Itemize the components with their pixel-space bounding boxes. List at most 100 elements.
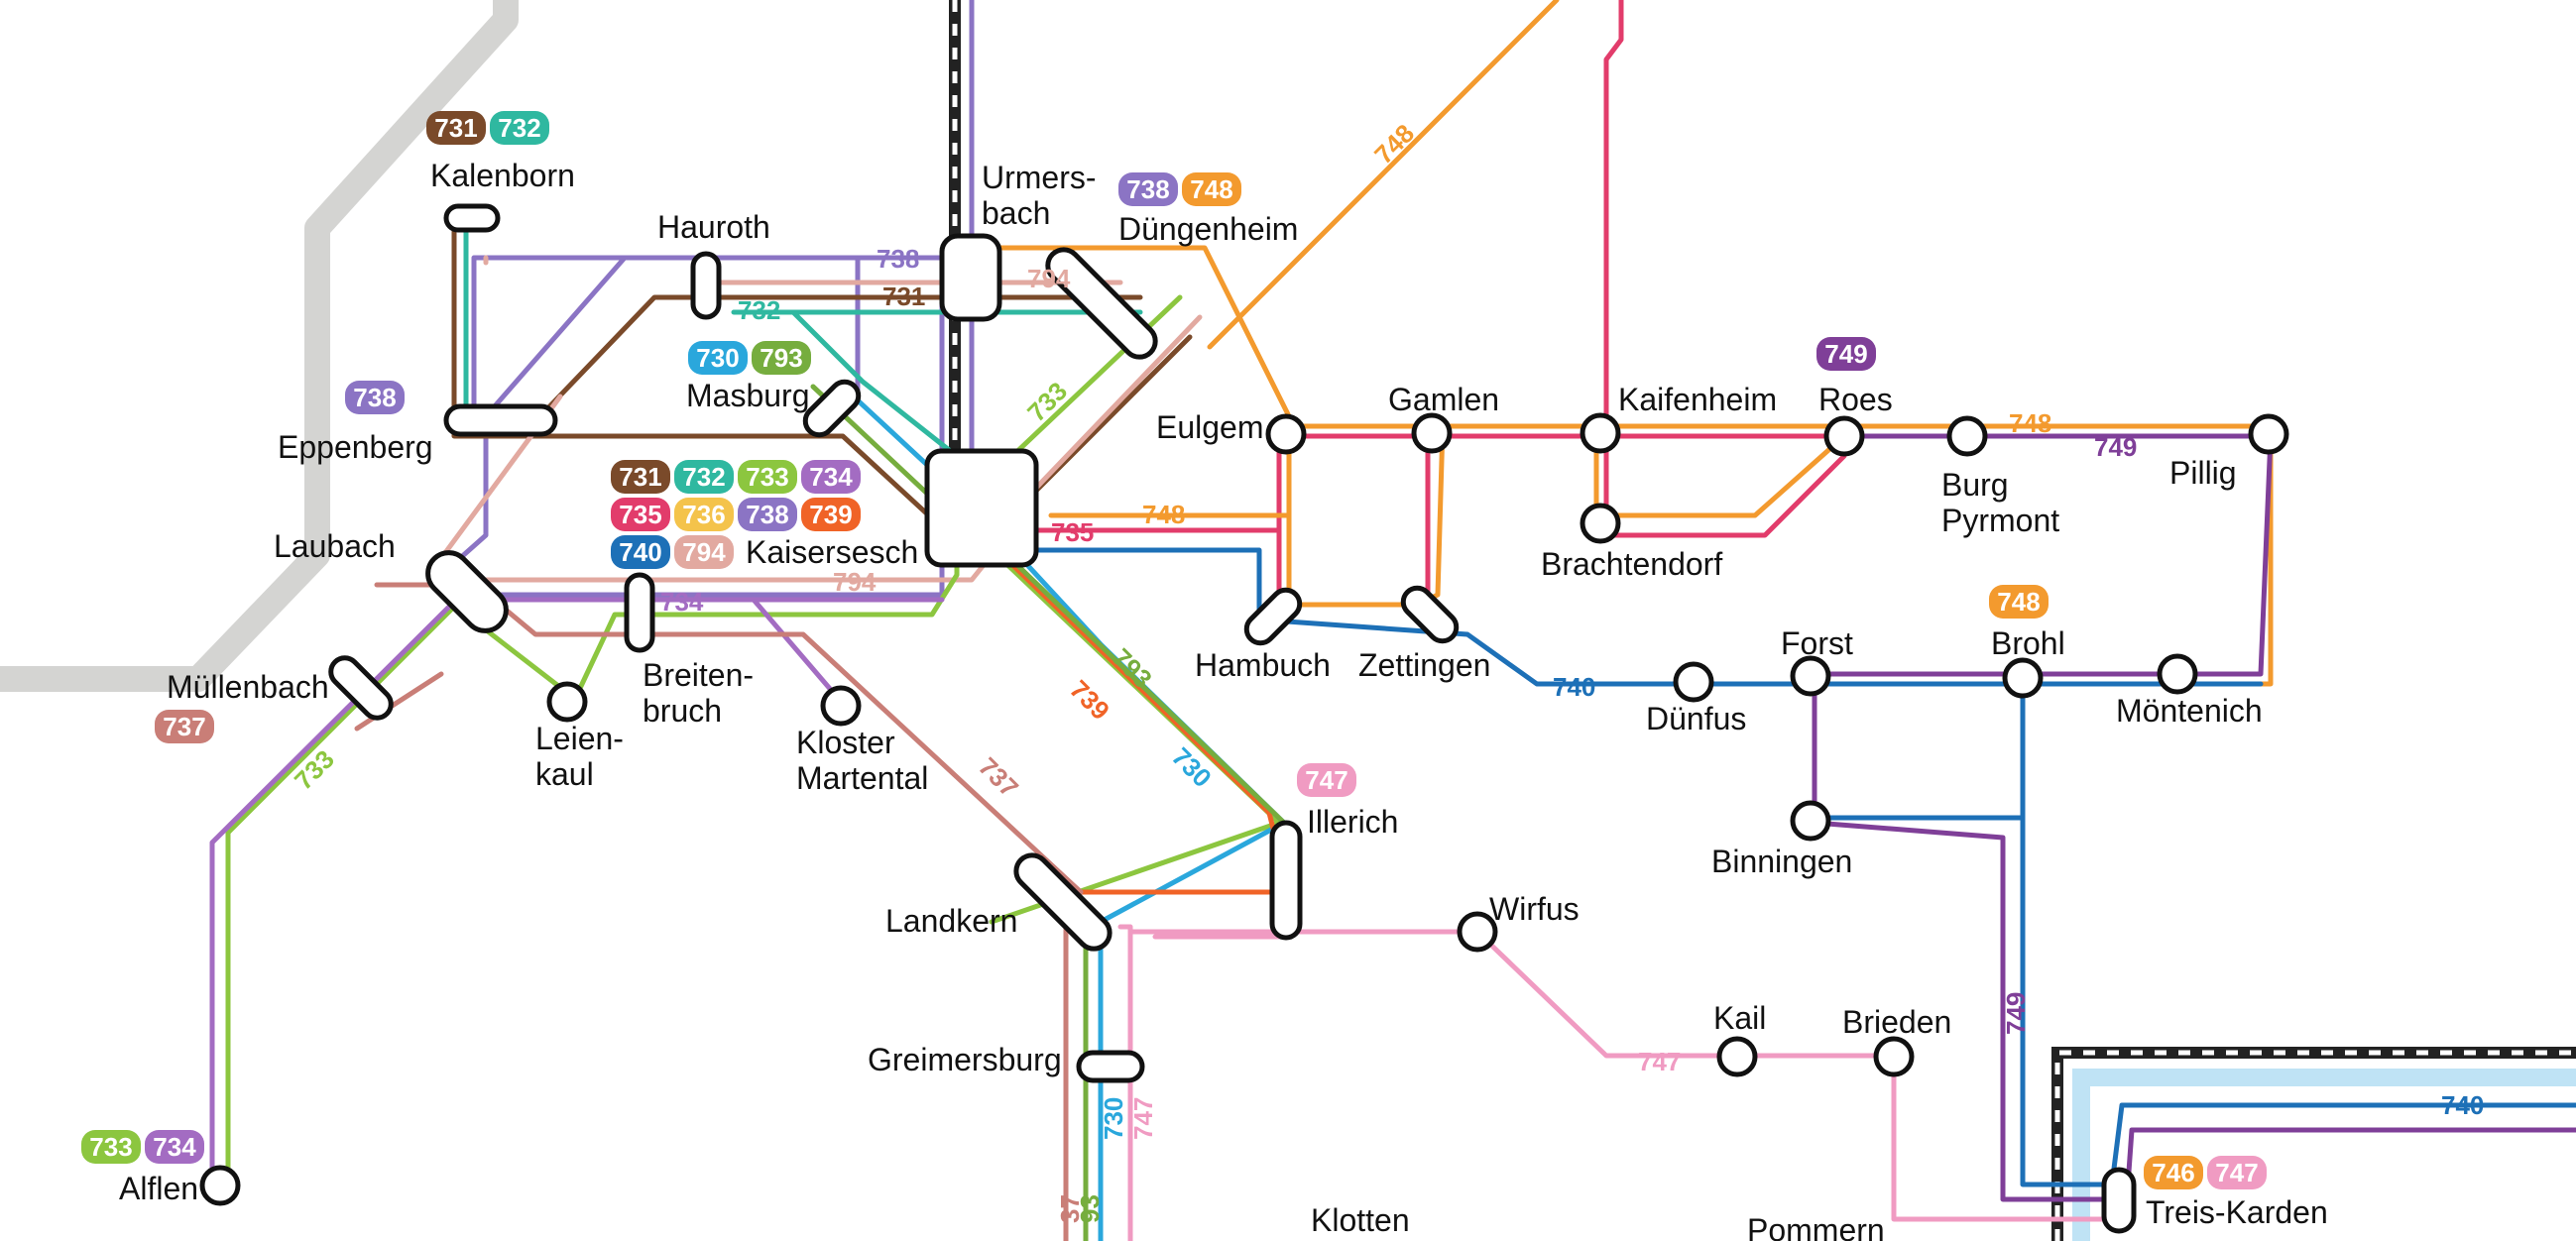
route-label-793-bot: 93 (1075, 1194, 1105, 1223)
badge-number: 748 (1997, 587, 2040, 617)
station-kaisersesch (924, 448, 1039, 568)
badge-736: 736 (674, 498, 734, 531)
label-kaisersesch: Kaisersesch (746, 534, 918, 570)
label-wirfus: Wirfus (1489, 891, 1580, 927)
badge-number: 738 (1126, 174, 1169, 204)
station-greimersburg (1076, 1050, 1145, 1083)
badge-bg (674, 535, 734, 569)
route-label-793: 793 (1107, 642, 1158, 694)
route-747 (1117, 924, 2115, 1241)
badge-738: 738 (1118, 172, 1178, 206)
station-kloster (820, 685, 862, 727)
station-zettingen (1400, 585, 1460, 644)
badge-739: 739 (801, 498, 861, 531)
badge-734: 734 (145, 1130, 204, 1164)
route-label-748-roes: 748 (2009, 408, 2051, 438)
badge-bg (145, 1130, 204, 1164)
station-alflen (199, 1165, 241, 1206)
badge-740: 740 (611, 535, 670, 569)
badge-number: 737 (163, 712, 205, 741)
route-label-739: 739 (1064, 674, 1115, 726)
badge-bg (1989, 585, 2049, 619)
station-binningen (1790, 800, 1831, 842)
badge-bg (611, 498, 670, 531)
station-dunfus (1673, 661, 1714, 703)
label-dungenheim: Düngenheim (1118, 211, 1298, 247)
station-brieden (1873, 1036, 1915, 1077)
badge-731: 731 (426, 111, 486, 145)
route-label-794: 794 (1027, 264, 1071, 293)
station-montenich (2157, 653, 2198, 695)
route-label-749-vert: 749 (2001, 992, 2031, 1035)
badge-number: 748 (1190, 174, 1232, 204)
station-roes (1823, 415, 1865, 457)
label-kalenborn: Kalenborn (430, 158, 575, 193)
badge-number: 732 (498, 113, 540, 143)
badge-number: 733 (89, 1132, 132, 1162)
badge-number: 794 (682, 537, 726, 567)
badge-bg (81, 1130, 141, 1164)
label-hambuch: Hambuch (1195, 647, 1331, 683)
label-pillig: Pillig (2169, 455, 2237, 491)
label-leienkaul-1: Leien- (535, 721, 624, 756)
badge-bg (490, 111, 549, 145)
badge-number: 749 (1824, 339, 1867, 369)
route-label-734: 734 (660, 587, 704, 617)
badge-number: 731 (619, 462, 661, 492)
route-label-748-diag: 748 (1368, 118, 1420, 169)
badge-number: 731 (434, 113, 477, 143)
label-eulgem: Eulgem (1156, 409, 1264, 445)
route-label-747-kail: 747 (1638, 1047, 1681, 1076)
stations (199, 203, 2289, 1234)
label-dunfus: Dünfus (1646, 701, 1746, 736)
label-hauroth: Hauroth (657, 209, 770, 245)
badge-number: 793 (760, 343, 802, 373)
badge-number: 734 (153, 1132, 196, 1162)
badge-bg (674, 460, 734, 494)
label-roes: Roes (1818, 382, 1893, 417)
badge-number: 736 (682, 500, 725, 529)
railway (949, 0, 2576, 1241)
route-label-730-vert: 730 (1099, 1097, 1128, 1140)
station-gamlen (1411, 412, 1453, 454)
station-mullenbach (328, 655, 394, 721)
badge-number: 738 (746, 500, 788, 529)
route-label-738: 738 (877, 244, 919, 274)
label-mullenbach: Müllenbach (167, 669, 329, 705)
badge-733: 733 (738, 460, 797, 494)
badge-747: 747 (2207, 1156, 2267, 1189)
label-eppenberg: Eppenberg (278, 429, 433, 465)
badge-733: 733 (81, 1130, 141, 1164)
badge-number: 738 (353, 383, 396, 412)
badge-749: 749 (1816, 337, 1876, 371)
label-breitenbruch-2: bruch (643, 693, 722, 729)
station-pillig (2248, 413, 2289, 455)
route-label-732: 732 (738, 295, 780, 325)
route-label-731: 731 (882, 282, 925, 311)
station-hauroth (690, 251, 722, 320)
route-label-733-diag: 733 (1021, 376, 1073, 427)
badge-number: 730 (696, 343, 739, 373)
region-border (0, 0, 519, 692)
label-landkern: Landkern (885, 903, 1017, 939)
label-montenich: Möntenich (2116, 693, 2263, 729)
station-eulgem (1265, 413, 1307, 455)
label-binningen: Binningen (1711, 844, 1852, 879)
station-kail (1716, 1036, 1758, 1077)
badge-bg (1118, 172, 1178, 206)
badge-737: 737 (155, 710, 214, 743)
route-label-794-laub: 794 (833, 567, 877, 597)
label-brohl: Brohl (1991, 625, 2065, 661)
label-kaifenheim: Kaifenheim (1618, 382, 1777, 417)
label-greimersburg: Greimersburg (868, 1042, 1062, 1077)
label-forst: Forst (1781, 625, 1853, 661)
badge-bg (611, 535, 670, 569)
badge-748: 748 (1182, 172, 1241, 206)
station-brachtendorf (1580, 503, 1621, 544)
label-leienkaul-2: kaul (535, 756, 594, 792)
route-label-733-mull: 733 (289, 744, 340, 796)
badge-bg (611, 460, 670, 494)
badge-bg (1297, 763, 1356, 797)
